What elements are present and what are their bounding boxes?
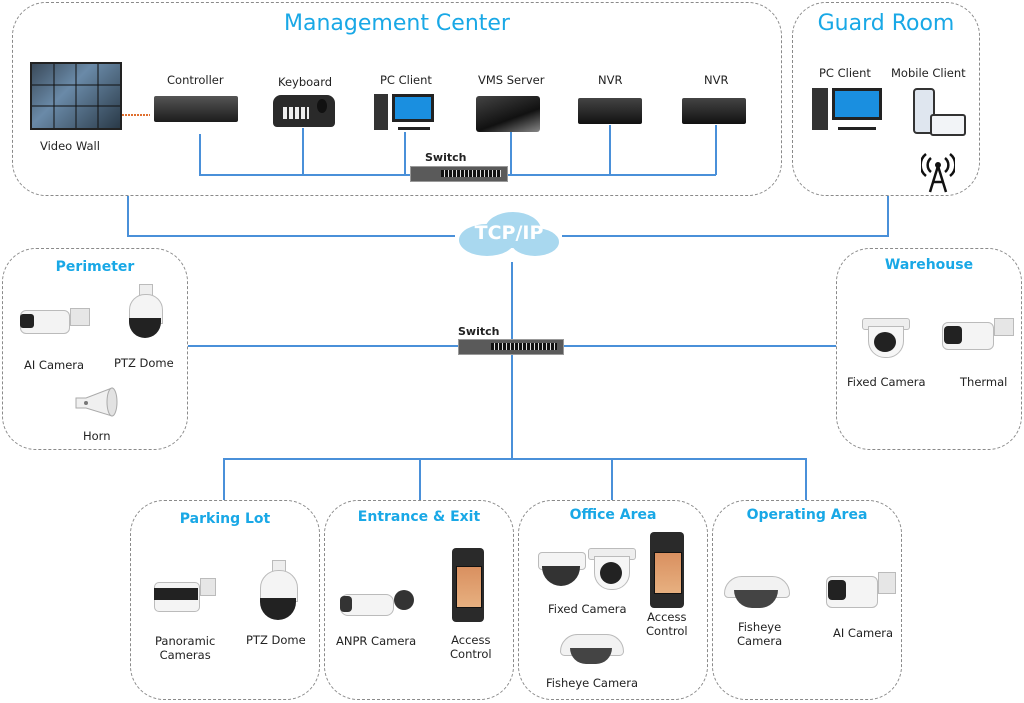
label-access-control: Access Control	[450, 633, 492, 661]
network-switch-icon	[410, 166, 508, 182]
wire-mgmt-to-cloud	[127, 196, 455, 237]
access-control-terminal-icon	[452, 548, 484, 622]
mobile-phone-icon	[913, 88, 935, 134]
pc-client-icon	[810, 88, 886, 134]
nvr-icon	[578, 98, 642, 124]
label-thermal: Thermal	[960, 375, 1008, 389]
ai-bullet-camera-icon	[826, 572, 896, 612]
dome-camera-icon	[538, 552, 586, 588]
zone-title: Guard Room	[817, 11, 955, 36]
label-controller: Controller	[167, 73, 224, 87]
horn-speaker-icon	[72, 386, 122, 422]
zone-perimeter: Perimeter	[2, 248, 188, 450]
bullet-camera-icon	[20, 306, 90, 336]
zone-title: Perimeter	[55, 259, 135, 275]
label-access-control: Access Control	[646, 610, 688, 638]
zone-title: Parking Lot	[179, 511, 271, 527]
zone-title: Warehouse	[884, 257, 974, 273]
turret-camera-icon	[862, 318, 910, 358]
zone-office-area: Office Area	[518, 500, 708, 700]
label-fixed-camera: Fixed Camera	[847, 375, 926, 389]
pc-client-icon	[372, 94, 438, 134]
cloud-label: TCP/IP	[474, 222, 544, 244]
network-switch-icon	[458, 339, 564, 355]
turret-camera-icon	[588, 548, 636, 590]
label-guard-pc-client: PC Client	[819, 66, 871, 80]
label-fixed-camera: Fixed Camera	[548, 602, 627, 616]
label-fisheye-camera: Fisheye Camera	[737, 620, 783, 648]
label-panoramic-cameras: Panoramic Cameras	[155, 634, 216, 662]
thermal-camera-icon	[942, 316, 1014, 352]
zone-parking-lot: Parking Lot	[130, 500, 320, 700]
label-anpr-camera: ANPR Camera	[336, 634, 417, 648]
label-pc-client: PC Client	[380, 73, 432, 87]
zone-operating-area: Operating Area	[712, 500, 902, 700]
label-ai-camera: AI Camera	[833, 626, 894, 640]
wire-mgmt-bus	[199, 134, 716, 176]
panoramic-camera-icon	[154, 578, 216, 614]
fisheye-camera-icon	[560, 634, 624, 666]
label-ptz-dome: PTZ Dome	[114, 356, 174, 370]
fisheye-camera-icon	[724, 576, 790, 610]
label-mobile-client: Mobile Client	[891, 66, 966, 80]
label-video-wall: Video Wall	[40, 139, 100, 153]
access-control-terminal-icon	[650, 532, 684, 608]
label-ptz-dome: PTZ Dome	[246, 633, 306, 647]
nvr-icon	[682, 98, 746, 124]
zone-warehouse: Warehouse	[836, 248, 1022, 450]
ptz-dome-icon	[127, 284, 163, 344]
tcp-ip-cloud-icon: TCP/IP	[455, 208, 563, 260]
zone-management-center: Management Center	[12, 2, 782, 196]
label-keyboard: Keyboard	[278, 75, 333, 89]
label-nvr-2: NVR	[704, 73, 729, 87]
ptz-dome-icon	[258, 560, 298, 624]
anpr-camera-icon	[340, 586, 416, 620]
wire-guard-to-cloud	[562, 196, 889, 237]
zone-title: Entrance & Exit	[357, 509, 481, 525]
label-fisheye-camera: Fisheye Camera	[546, 676, 638, 690]
label-horn: Horn	[83, 429, 111, 443]
tablet-icon	[930, 114, 966, 136]
vms-server-icon	[476, 96, 540, 132]
zone-guard-room: Guard Room	[792, 2, 980, 196]
label-vms-server: VMS Server	[478, 73, 545, 87]
label-mgmt-switch: Switch	[425, 151, 467, 164]
zone-title: Office Area	[569, 507, 657, 523]
label-nvr-1: NVR	[598, 73, 623, 87]
ptz-keyboard-icon	[273, 95, 335, 127]
wire-bottom-bus	[223, 458, 807, 500]
radio-tower-icon	[919, 150, 957, 194]
label-ai-camera: AI Camera	[24, 358, 85, 372]
zone-entrance-exit: Entrance & Exit	[324, 500, 514, 700]
zone-title: Management Center	[284, 11, 510, 36]
video-wall-icon	[30, 62, 122, 130]
label-core-switch: Switch	[458, 325, 500, 338]
zone-title: Operating Area	[746, 507, 868, 523]
controller-icon	[150, 90, 242, 130]
